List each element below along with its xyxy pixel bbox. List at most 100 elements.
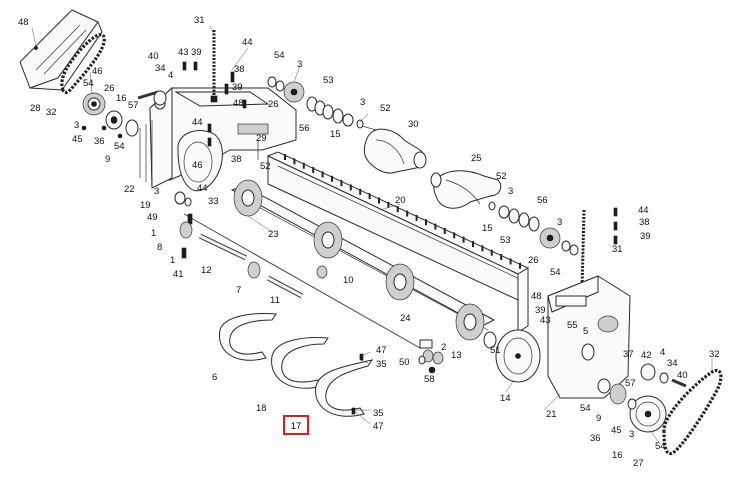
callout-23: 23 xyxy=(268,229,279,240)
callout-44: 44 xyxy=(192,117,203,128)
callout-9: 9 xyxy=(105,154,111,165)
callout-33: 33 xyxy=(208,196,219,207)
callout-26: 26 xyxy=(528,255,539,266)
callout-57: 57 xyxy=(128,100,139,111)
callout-54: 54 xyxy=(83,78,94,89)
callout-4: 4 xyxy=(660,347,666,358)
trough-fastener xyxy=(349,184,352,191)
callout-40: 40 xyxy=(148,51,159,62)
trough-fastener xyxy=(509,258,512,265)
rotor-flanges xyxy=(233,179,485,341)
trough-fastener xyxy=(331,175,333,182)
callout-43: 43 xyxy=(540,315,551,326)
callout-48: 48 xyxy=(18,17,29,28)
bearing-cluster-right xyxy=(488,201,579,256)
callout-44: 44 xyxy=(638,205,649,216)
callout-16: 16 xyxy=(116,93,127,104)
callout-42: 42 xyxy=(641,350,652,361)
callout-45: 45 xyxy=(611,425,622,436)
callout-24: 24 xyxy=(400,313,411,324)
callout-6: 6 xyxy=(212,372,218,383)
callout-8: 8 xyxy=(157,242,163,253)
callout-5: 5 xyxy=(583,326,589,337)
callout-15: 15 xyxy=(330,129,341,140)
trough-fastener xyxy=(406,210,409,217)
callout-50: 50 xyxy=(399,357,410,368)
vertical-shaft-right xyxy=(580,209,586,291)
callout-54: 54 xyxy=(580,403,591,414)
trough-fastener xyxy=(453,232,456,239)
callout-56: 56 xyxy=(299,123,310,134)
callout-56: 56 xyxy=(537,195,548,206)
callout-25: 25 xyxy=(471,153,482,164)
trough-fastener xyxy=(472,241,474,247)
callout-9: 9 xyxy=(596,413,602,424)
callout-44: 44 xyxy=(242,37,253,48)
callout-4: 4 xyxy=(168,70,174,81)
callout-36: 36 xyxy=(94,136,105,147)
trough-fastener xyxy=(293,158,296,165)
tine-blade-6 xyxy=(219,313,277,361)
callout-54: 54 xyxy=(114,141,125,152)
callout-38: 38 xyxy=(639,217,650,228)
callout-38: 38 xyxy=(234,64,245,75)
callout-54: 54 xyxy=(655,441,666,452)
callout-20: 20 xyxy=(395,195,406,206)
callout-27: 27 xyxy=(633,458,644,469)
callout-49: 49 xyxy=(147,212,158,223)
callout-3: 3 xyxy=(154,186,160,197)
trough-fastener xyxy=(340,180,343,187)
callout-57: 57 xyxy=(625,378,636,389)
highlighted-callout-17[interactable]: 17 xyxy=(283,415,309,435)
chain-guard-left xyxy=(19,9,103,91)
trough-fastener xyxy=(368,193,371,200)
trough-fastener xyxy=(302,162,305,169)
trough-fastener xyxy=(284,154,286,160)
trough-fastener xyxy=(396,206,399,213)
callout-34: 34 xyxy=(155,63,166,74)
callout-34: 34 xyxy=(667,358,678,369)
drive-chain-lower xyxy=(662,368,723,456)
trough-fastener xyxy=(462,236,465,243)
trough-fastener xyxy=(490,249,493,256)
sprocket-upper xyxy=(81,92,139,139)
callout-46: 46 xyxy=(92,66,103,77)
callout-40: 40 xyxy=(677,370,688,381)
callout-3: 3 xyxy=(74,120,80,131)
bearing-set-lower xyxy=(597,363,687,410)
callout-31: 31 xyxy=(612,244,623,255)
callout-30: 30 xyxy=(408,119,419,130)
callout-7: 7 xyxy=(236,285,242,296)
callout-47: 47 xyxy=(373,421,384,432)
callout-32: 32 xyxy=(709,349,720,360)
callout-3: 3 xyxy=(557,217,563,228)
callout-15: 15 xyxy=(482,223,493,234)
small-parts-center xyxy=(418,339,444,374)
callout-14: 14 xyxy=(500,393,511,404)
callout-39: 39 xyxy=(232,82,243,93)
trough-fastener xyxy=(415,214,418,221)
callout-47: 47 xyxy=(376,345,387,356)
callout-29: 29 xyxy=(256,133,267,144)
trough-fasteners xyxy=(284,154,521,269)
callout-11: 11 xyxy=(270,295,280,306)
callout-12: 12 xyxy=(201,265,212,276)
callout-2: 2 xyxy=(441,342,447,353)
callout-32: 32 xyxy=(46,107,57,118)
callout-48: 48 xyxy=(233,98,244,109)
trough-fastener xyxy=(312,167,315,174)
callout-43: 43 xyxy=(178,47,189,58)
bearing-cluster-upper xyxy=(267,76,377,131)
callout-36: 36 xyxy=(590,433,601,444)
tine-blade-18 xyxy=(271,337,329,389)
trough-fastener xyxy=(500,254,503,261)
trough-fastener xyxy=(443,227,446,234)
auger-flight-left xyxy=(363,128,427,174)
callout-22: 22 xyxy=(124,184,135,195)
end-disc xyxy=(483,329,541,383)
lower-rods xyxy=(183,213,421,349)
callout-41: 41 xyxy=(173,269,184,280)
small-parts-left xyxy=(174,191,328,279)
trough-fastener xyxy=(378,197,380,204)
callout-53: 53 xyxy=(323,75,334,86)
